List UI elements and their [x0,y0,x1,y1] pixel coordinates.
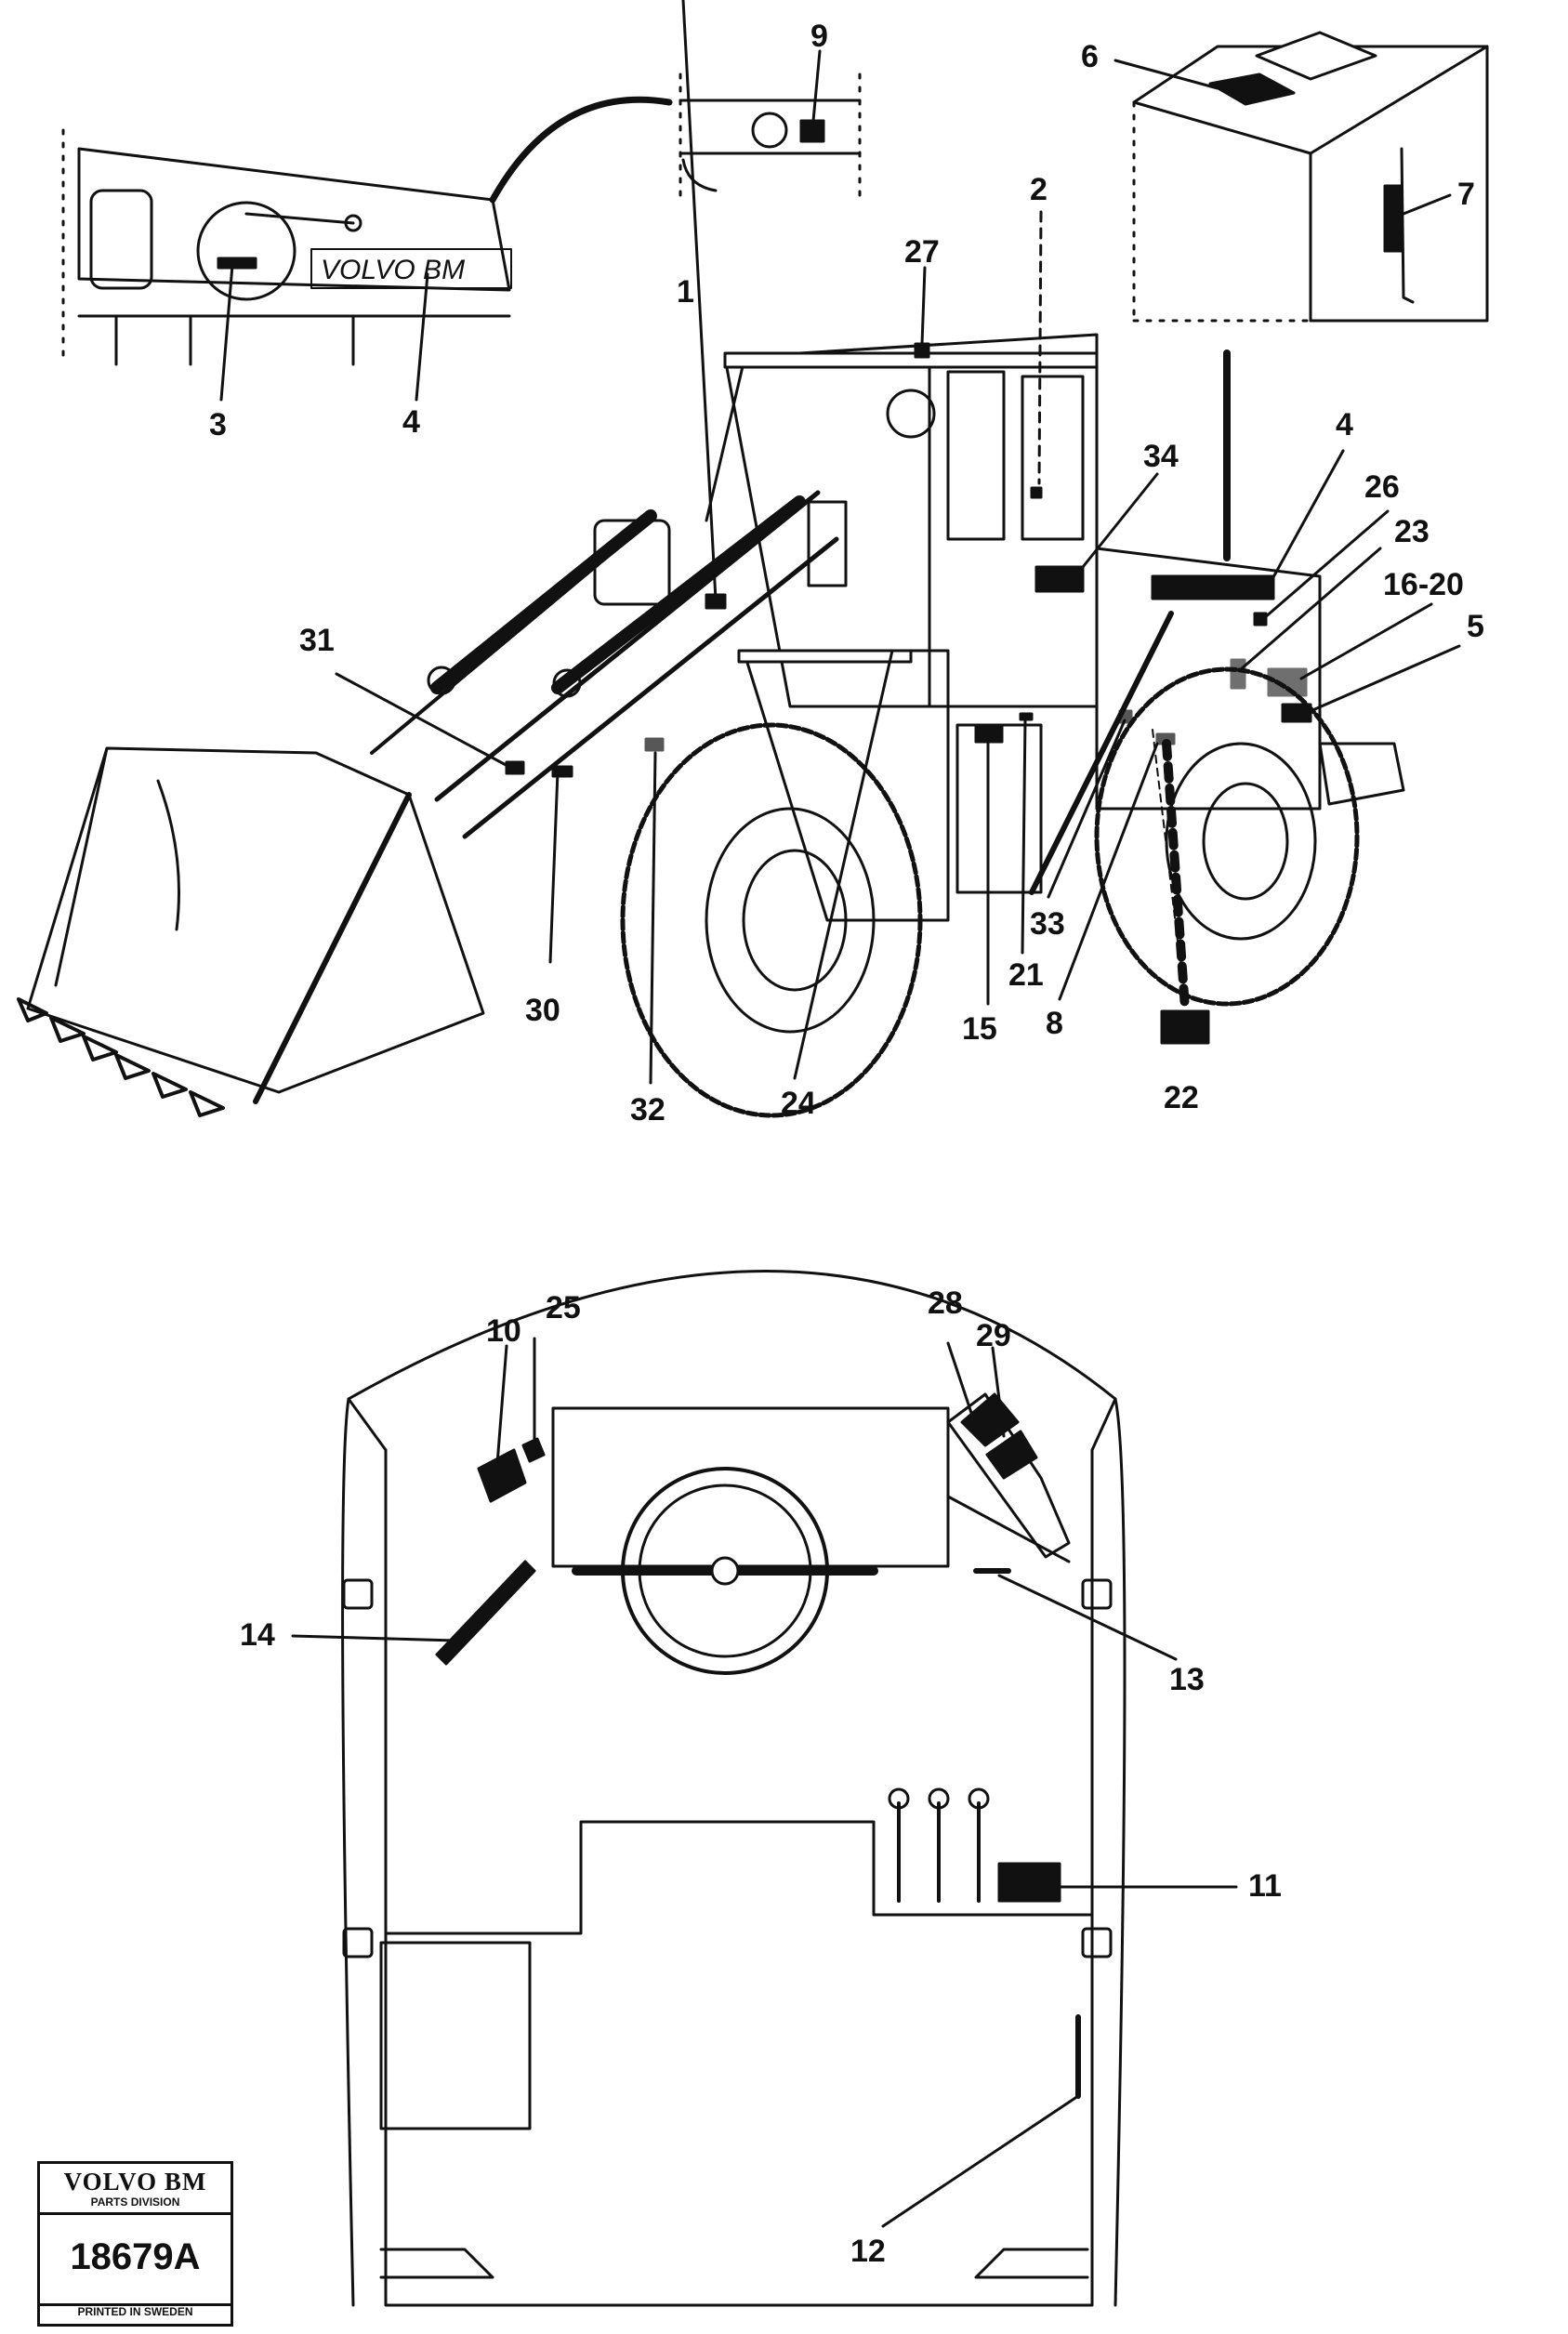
brand-divider [40,2212,231,2215]
decal-10 [477,1448,527,1503]
callout-7: 7 [1457,177,1475,212]
detail-top-middle [679,73,862,197]
decal-30 [551,765,573,778]
decal-22 [1160,1009,1210,1045]
decal-33 [1118,709,1133,724]
brand-divider-bottom [40,2303,231,2306]
callout-labels: 1 2 3 4 4 5 6 7 8 9 10 11 12 13 14 15 16… [209,19,1484,2269]
decal-11 [997,1862,1061,1903]
decal-14 [435,1560,536,1666]
leader-lines [219,0,1461,2228]
callout-4-panel: 4 [402,404,420,440]
volvo-bm-parts-stamp: VOLVO BM PARTS DIVISION 18679A PRINTED I… [37,2161,233,2327]
decal-34 [1034,565,1085,593]
callout-11: 11 [1248,1868,1282,1904]
decal-27 [914,342,930,359]
callout-10: 10 [486,1313,521,1349]
callout-14: 14 [240,1617,275,1653]
callout-32: 32 [630,1092,665,1127]
callout-4-body: 4 [1336,407,1353,442]
drawing-code: 18679A [70,2236,201,2277]
decal-3 [217,257,257,270]
decal-5 [1281,703,1312,723]
callout-15: 15 [962,1011,997,1047]
callout-33: 33 [1030,906,1065,942]
decal-29 [985,1430,1038,1480]
decal-23 [1230,658,1246,690]
callout-13: 13 [1169,1662,1205,1697]
callout-2: 2 [1030,172,1048,207]
callout-6: 6 [1081,39,1099,74]
callout-16-20: 16-20 [1383,567,1464,602]
decal-8 [1155,732,1176,745]
brand-footer: PRINTED IN SWEDEN [77,2305,193,2318]
decal-32 [644,737,665,752]
callout-22: 22 [1164,1080,1199,1115]
brand-division: PARTS DIVISION [90,2196,180,2209]
callout-1: 1 [677,274,694,310]
panel-volvo-lettering: VOLVO BM [321,255,465,285]
callout-27: 27 [904,234,940,270]
decal-2 [1030,486,1043,499]
detail-side-panel: VOLVO BM [61,96,673,366]
callout-25: 25 [546,1290,581,1325]
callout-24: 24 [781,1086,816,1121]
callout-9: 9 [810,19,828,54]
callout-23: 23 [1394,514,1430,549]
callout-29: 29 [976,1318,1011,1353]
decal-9 [799,119,825,143]
callout-8: 8 [1046,1006,1063,1041]
callout-3: 3 [209,407,227,442]
brand-name: VOLVO BM [63,2168,207,2196]
callout-21: 21 [1008,957,1044,993]
decal-4-body [1151,574,1275,600]
callout-28: 28 [928,1286,963,1321]
callout-26: 26 [1364,469,1400,505]
wheel-loader [17,333,1405,1118]
cab-interior-view [341,1270,1127,2307]
callout-5: 5 [1467,609,1484,644]
decal-26 [1253,612,1268,626]
detail-top-right-box [1132,31,1489,323]
callout-12: 12 [850,2234,886,2269]
decal-28 [960,1392,1020,1447]
callout-31: 31 [299,623,335,658]
decal-6 [1208,73,1296,106]
callout-34: 34 [1143,439,1179,474]
decal-31 [505,760,525,775]
callout-30: 30 [525,993,560,1028]
decal-7 [1383,184,1403,253]
